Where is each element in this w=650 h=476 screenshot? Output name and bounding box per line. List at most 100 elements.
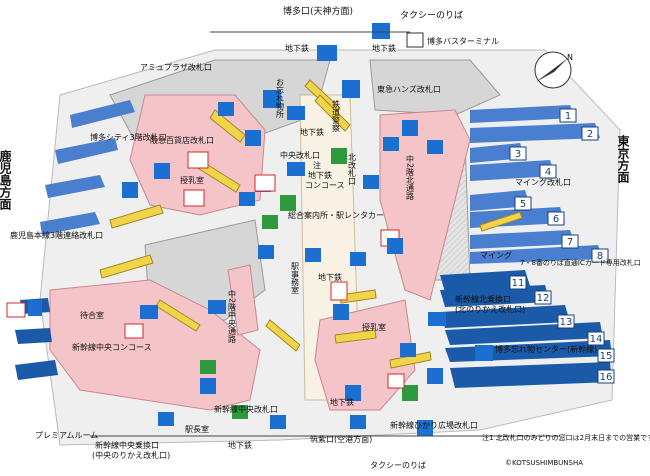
platform-number-8: 8 [597, 251, 603, 262]
concourse-label: コンコース [305, 181, 345, 190]
shinkansen-platforms [15, 270, 612, 388]
amu-plaza-exit-label: アミュプラザ改札口 [140, 62, 212, 72]
elevator-icon [350, 415, 366, 429]
baby-icon [122, 182, 138, 198]
wheelchair-icon [402, 120, 418, 136]
maing-label: マイング [480, 250, 512, 260]
note-marker: 注 [313, 160, 321, 170]
restroom-icon [187, 151, 209, 169]
ticket-machine-icon [287, 162, 305, 176]
shinkansen-north-sub-label: (北のりかえ改札口) [455, 304, 525, 314]
wheelchair-icon [154, 163, 170, 179]
shinkansen-hikari-exit-label: 新幹線ひかり広場改札口 [390, 420, 478, 430]
platform-number-box [597, 369, 615, 384]
hakata-city-exit-label: 博多シティ3階改札口 [90, 132, 167, 142]
ticket-machine-icon [262, 215, 278, 229]
copyright-text: ©KOTSUSHIMBUNSHA [505, 459, 583, 467]
waiting-room-label: 待合室 [80, 310, 104, 320]
direction-top-label: 博多口(天神方面) [283, 5, 353, 17]
direction-right-label: 東京方面 [616, 134, 630, 184]
elevator-icon [383, 137, 399, 151]
conventional-platforms [40, 100, 603, 264]
platform-number-16: 16 [600, 372, 613, 383]
platform-number-box [539, 164, 557, 179]
railway-police-label: 鉄道警察 [332, 99, 341, 132]
subway-label: 地下鉄 [228, 440, 252, 450]
tokyu-hands-exit-label: 東急ハンズ改札口 [377, 84, 441, 94]
platform-number-box [509, 275, 527, 290]
subway-label: 地下鉄 [285, 43, 309, 53]
platform-number-box [534, 290, 552, 305]
platform-number-11: 11 [512, 278, 525, 289]
station-office-label: 駅事務室 [291, 262, 300, 294]
elevator-icon [317, 45, 337, 61]
ticket-machine-icon [402, 385, 418, 401]
taxi-top-label: タクシーのりば [400, 10, 463, 21]
platform-number-box [509, 146, 527, 161]
platform-number-box [559, 108, 577, 123]
locker-icon [342, 80, 360, 98]
shinkansen-central-transfer-label: 新幹線中央乗換口 [95, 440, 159, 450]
platform-number-box [547, 211, 565, 226]
center2-passage-label: 中2階中央通路 [228, 289, 237, 343]
locker-icon [345, 385, 361, 401]
lines-7-8-exit-label: 7・8番のりば直通ICカード専用改札口 [520, 258, 641, 267]
platform-number-5: 5 [520, 199, 526, 210]
restroom-icon [124, 323, 144, 339]
locker-icon [427, 368, 443, 384]
compass-icon: N [534, 51, 573, 89]
locker-icon [387, 238, 403, 254]
wheelchair-icon [28, 300, 42, 316]
direction-left-label: 鹿児島方面 [0, 149, 12, 211]
note-text: 注1 北改札口のみどりの窓口は2月末日までの営業です。 [482, 433, 650, 442]
escalators [99, 79, 523, 369]
service-icons [6, 23, 493, 436]
shinkansen-central-exit-label: 新幹線中央改札口 [214, 404, 278, 414]
restroom-icon [330, 281, 348, 301]
platform-number-4: 4 [545, 167, 551, 178]
locker-icon [475, 345, 493, 361]
platform-number-7: 7 [567, 237, 573, 248]
lost-items-label: お忘れ物所 [276, 78, 285, 119]
central-exit-label: 中央改札口 [280, 150, 320, 160]
platform-number-12: 12 [537, 293, 550, 304]
shinkansen-concourse-label: 新幹線中央コンコース [72, 342, 152, 352]
ticket-machine-icon [280, 195, 296, 211]
svg-text:N: N [567, 53, 573, 62]
north-exit-label: 北改札口 [348, 153, 357, 185]
locker-icon [200, 378, 216, 394]
subway-label: 地下鉄 [300, 127, 324, 137]
subway-label: 地下鉄 [318, 272, 342, 282]
station-master-label: 駅長室 [185, 424, 209, 434]
platform-number-3: 3 [515, 149, 521, 160]
platform-number-box [597, 348, 615, 363]
elevator-icon [218, 102, 234, 116]
labels: 博多口(天神方面) タクシーのりば 博多バスターミナル 地下鉄 地下鉄 アミュプ… [0, 5, 650, 470]
ticket-machine-icon [305, 248, 321, 262]
maing-exit-label: マイング改札口 [515, 177, 571, 187]
platform-number-1: 1 [565, 111, 571, 122]
subway-label: 地下鉄 [308, 170, 332, 180]
subway-label: 地下鉄 [330, 397, 354, 407]
ticket-machine-icon [232, 405, 248, 419]
platform-number-2: 2 [587, 129, 593, 140]
ticket-machine-icon [200, 360, 216, 374]
info-center-label: 総合案内所・駅レンタカー [288, 210, 384, 220]
restroom-icon [6, 302, 26, 318]
lost-property-center-label: 博多忘れ物センター(新幹線) [495, 344, 597, 354]
ticket-machine-icon [239, 192, 255, 206]
bottom-exit-label: 筑紫口(空港方面) [310, 434, 372, 444]
elevator-icon [363, 175, 379, 189]
platform-number-box [561, 234, 579, 249]
subway-label: 地下鉄 [372, 43, 396, 53]
shinkansen-central-transfer-sub-label: (中央のりかえ改札口) [92, 450, 170, 460]
elevator-icon [140, 305, 158, 319]
restroom-icon [387, 373, 405, 389]
taxi-bottom-label: タクシーのりば [370, 461, 426, 470]
bus-icon [406, 32, 424, 48]
taxi-icon [372, 23, 390, 39]
platform-number-6: 6 [553, 214, 559, 225]
platform-number-box [514, 196, 532, 211]
center2-north-passage-label: 中2階北通路 [406, 154, 415, 200]
police-icon [331, 148, 347, 164]
